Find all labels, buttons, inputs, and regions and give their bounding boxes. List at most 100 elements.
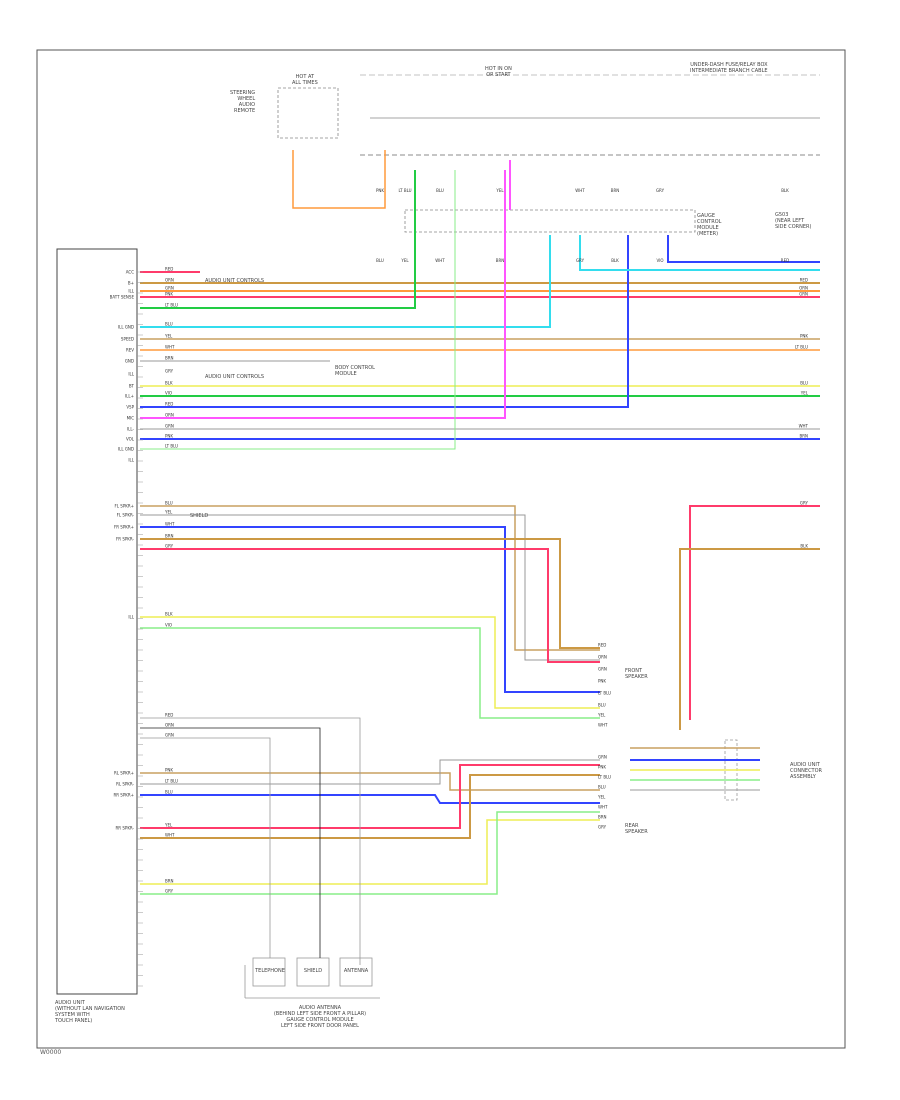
pin-label: RR SPKR- — [116, 826, 135, 831]
mid-connector-block — [404, 209, 696, 233]
top-left-fuse-label: STEERING WHEEL AUDIO REMOTE — [230, 90, 255, 114]
wire-color-label: RED — [165, 713, 173, 718]
wire-color-label: YEL — [164, 823, 173, 828]
pin-label: ILL+ — [125, 394, 134, 399]
rear-speaker-line: SPEAKER — [625, 829, 648, 835]
wire-color-label: BLK — [800, 544, 808, 549]
harness-note-2: SHIELD — [190, 513, 209, 519]
wire-color-label: ORN — [799, 286, 808, 291]
front-conn-color: ORN — [598, 655, 607, 660]
mid-wire-color-label: VIO — [656, 258, 663, 263]
wire-color-label: BRN — [165, 356, 174, 361]
wire-fr-minus — [140, 538, 600, 649]
pin-label: RR SPKR+ — [113, 793, 134, 798]
wire-color-label: BRN — [165, 879, 174, 884]
pin-label: FL SPKR- — [117, 513, 135, 518]
wire-color-label: WHT — [165, 833, 175, 838]
front-conn-color: PNK — [598, 679, 606, 684]
wire-color-label: LT BLU — [165, 444, 178, 449]
bottom-caption-line: GAUGE CONTROL MODULE — [286, 1017, 354, 1023]
pin-label: ILL — [128, 615, 134, 620]
top-right-line: UNDER-DASH FUSE/RELAY BOX — [690, 62, 768, 68]
mid-wire-color-label: YEL — [400, 258, 409, 263]
wire-color-label: BLK — [165, 612, 173, 617]
rear-conn-color: BLU — [598, 785, 606, 790]
right-unit-line: CONNECTOR — [790, 768, 823, 774]
wire-color-label: ORN — [165, 278, 174, 283]
pin-label: FR SPKR+ — [114, 525, 134, 530]
mid-wire-color-label: WHT — [435, 258, 445, 263]
unit-label-line: TOUCH PANEL) — [55, 1018, 93, 1024]
front-conn-color: LT BLU — [598, 691, 611, 696]
wire-fl-minus — [140, 514, 600, 661]
wire-color-label: WHT — [165, 522, 175, 527]
wire-color-label: GRN — [799, 292, 808, 297]
wire-ill-gnd — [140, 235, 551, 328]
wire-color-label: YEL — [164, 510, 173, 515]
audio-unit-box — [56, 248, 138, 995]
pin-label: RL SPKR- — [116, 782, 134, 787]
front-conn-color: YEL — [597, 713, 606, 718]
wire-rr-3 — [140, 794, 600, 804]
rear-conn-color: GRY — [598, 825, 607, 830]
connector-line: GAUGE — [697, 213, 715, 219]
pin-label: ACC — [126, 270, 134, 275]
pin-label: BATT SENSE — [110, 295, 135, 300]
top-right-block-label: UNDER-DASH FUSE/RELAY BOX INTERMEDIATE B… — [690, 62, 768, 74]
bottom-box-shield — [296, 957, 330, 987]
front-conn-color: RED — [598, 643, 606, 648]
pin-label: MIC — [127, 416, 135, 421]
wire-color-label: WHT — [165, 345, 175, 350]
ground-line: G503 — [775, 212, 789, 218]
wire-rear-green — [140, 811, 600, 895]
rear-conn-color: LT BLU — [598, 775, 611, 780]
pin-label: ILL — [128, 372, 134, 377]
wire-group — [137, 150, 820, 987]
connector-line: (METER) — [697, 231, 719, 237]
wire-fl-plus — [140, 505, 600, 651]
top-wire-color-label: LT BLU — [398, 188, 411, 193]
wire-batt-sense — [140, 170, 416, 309]
wire-color-label: ORN — [165, 723, 174, 728]
wire-right-red — [689, 505, 820, 720]
wire-color-label: GRY — [165, 369, 174, 374]
pin-label: ILL — [128, 289, 134, 294]
rear-conn-color: PNK — [598, 765, 606, 770]
wire-color-label: BLU — [165, 501, 173, 506]
wire-color-label: BLK — [165, 381, 173, 386]
ground-line: (NEAR LEFT — [775, 218, 805, 224]
pin-label: BT — [129, 384, 135, 389]
wire-color-label: BLU — [800, 381, 808, 386]
front-speaker-line: SPEAKER — [625, 674, 648, 680]
pin-label: ILL GND — [118, 447, 134, 452]
wire-shield-3 — [140, 737, 271, 958]
wire-shield-2 — [140, 727, 321, 958]
wire-vsp — [140, 235, 629, 408]
wire-shield-1 — [140, 717, 361, 965]
mid-wire-color-label: RED — [781, 258, 789, 263]
top-right-line: INTERMEDIATE BRANCH CABLE — [690, 68, 768, 74]
pin-label: FR SPKR- — [116, 537, 135, 542]
bottom-box-telephone-label: TELEPHONE — [255, 968, 285, 974]
pin-label: VOL — [126, 437, 135, 442]
wire-rear-yellow — [140, 819, 600, 885]
top-left-line: ALL TIMES — [292, 80, 318, 86]
wire-blue-right — [667, 235, 820, 263]
pin-label: RL SPKR+ — [114, 771, 134, 776]
unit-label-line: SYSTEM WITH — [55, 1012, 90, 1018]
fuse-line: STEERING — [230, 90, 256, 96]
fuse-line: AUDIO — [238, 102, 256, 108]
wire-cyan-right — [579, 235, 820, 271]
wire-color-label: PNK — [165, 292, 173, 297]
rear-conn-color: GRN — [598, 755, 607, 760]
fuse-line: WHEEL — [237, 96, 256, 102]
wire-color-label: VIO — [165, 391, 172, 396]
wire-color-label: BRN — [799, 434, 808, 439]
wire-rear-red — [140, 764, 600, 829]
mid-wire-color-label: GRY — [576, 258, 585, 263]
front-speaker-label: FRONT SPEAKER — [625, 668, 648, 680]
pin-label: B+ — [128, 281, 134, 286]
wire-color-label: GRN — [165, 286, 174, 291]
